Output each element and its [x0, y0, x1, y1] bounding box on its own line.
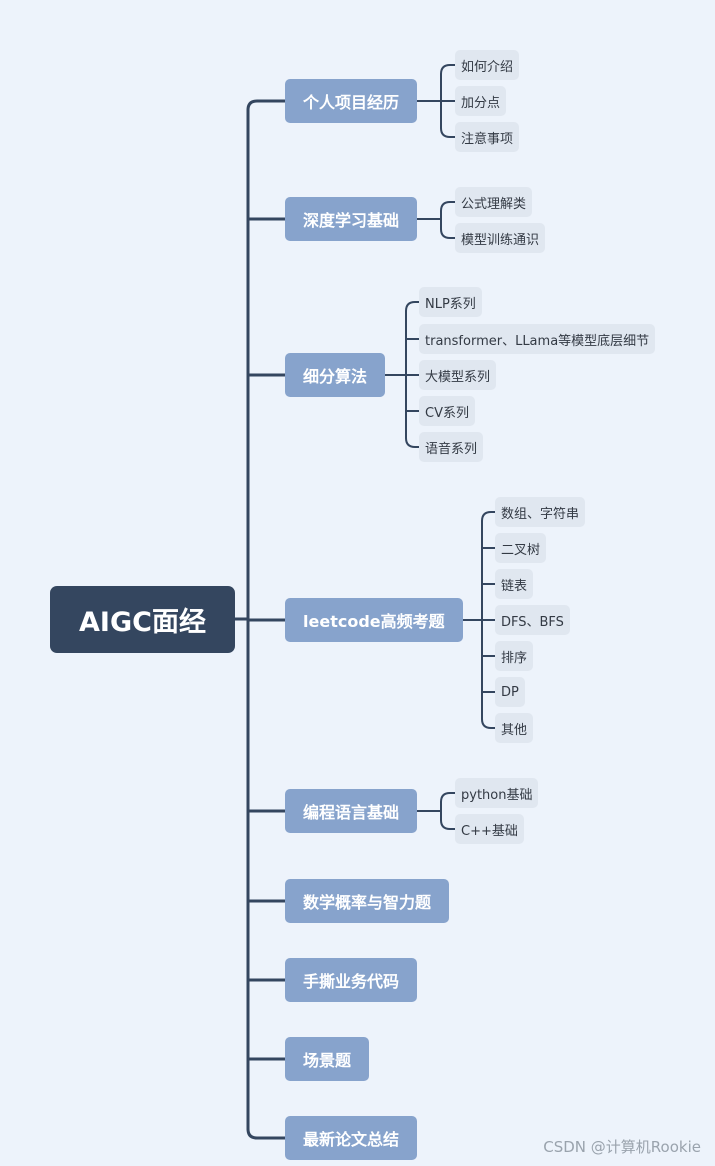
leaf-node-label: 排序	[501, 650, 528, 666]
leaf-node-label: 语音系列	[425, 441, 478, 457]
leaf-node-label: 加分点	[461, 95, 501, 111]
leaf-node[interactable]: 如何介绍	[455, 50, 520, 80]
branch-connector	[246, 1127, 287, 1140]
branch-node-label: 编程语言基础	[303, 803, 400, 822]
leaf-node-label: NLP系列	[425, 296, 476, 312]
leaf-node[interactable]: 排序	[495, 641, 534, 671]
leaf-node-label: 大模型系列	[425, 369, 491, 385]
leaf-node-label: DFS、BFS	[501, 614, 564, 630]
leaf-node[interactable]: DFS、BFS	[495, 605, 570, 635]
leaf-node-label: 注意事项	[461, 131, 514, 147]
leaf-connector	[440, 64, 456, 75]
branch-node[interactable]: 编程语言基础	[285, 789, 418, 833]
branch-node[interactable]: 深度学习基础	[285, 197, 418, 241]
leaf-node-label: 公式理解类	[461, 196, 527, 212]
leaf-node[interactable]: 注意事项	[455, 122, 520, 152]
leaf-node-label: CV系列	[425, 405, 469, 421]
leaf-node[interactable]: 大模型系列	[419, 360, 497, 390]
branch-node[interactable]: 数学概率与智力题	[285, 879, 450, 923]
branch-connector	[246, 99, 287, 112]
leaf-node[interactable]: 公式理解类	[455, 187, 533, 217]
leaf-connector	[481, 511, 496, 522]
leaf-node[interactable]: C++基础	[455, 814, 524, 844]
leaf-node-label: 二叉树	[501, 542, 541, 558]
branch-node[interactable]: leetcode高频考题	[285, 598, 463, 642]
leaf-node[interactable]: 其他	[495, 713, 534, 743]
leaf-node-label: 如何介绍	[461, 59, 514, 75]
leaf-node[interactable]: DP	[495, 677, 525, 707]
leaf-node[interactable]: NLP系列	[419, 287, 482, 317]
branch-node[interactable]: 细分算法	[285, 353, 386, 397]
branch-node-label: 手撕业务代码	[303, 972, 400, 991]
branch-node[interactable]: 最新论文总结	[285, 1116, 418, 1160]
leaf-connector	[405, 301, 420, 312]
leaf-node-label: 模型训练通识	[461, 232, 540, 248]
branch-node-label: leetcode高频考题	[303, 612, 445, 631]
branch-node-label: 细分算法	[303, 367, 368, 386]
leaf-node[interactable]: 语音系列	[419, 432, 484, 462]
leaf-node[interactable]: 数组、字符串	[495, 497, 586, 527]
root-node[interactable]: AIGC面经	[50, 586, 235, 653]
leaf-node[interactable]: 模型训练通识	[455, 223, 546, 253]
leaf-connector	[440, 127, 456, 138]
leaf-node-label: 其他	[501, 722, 528, 738]
leaf-node-label: transformer、LLama等模型底层细节	[425, 333, 650, 349]
leaf-node[interactable]: 二叉树	[495, 533, 547, 563]
branch-node-label: 个人项目经历	[303, 93, 400, 112]
leaf-connector	[440, 228, 456, 239]
leaf-node[interactable]: 加分点	[455, 86, 507, 116]
branch-node-label: 深度学习基础	[303, 211, 400, 230]
leaf-node-label: C++基础	[461, 823, 518, 839]
leaf-node[interactable]: CV系列	[419, 396, 475, 426]
leaf-node-label: python基础	[461, 787, 533, 803]
branch-node-label: 场景题	[303, 1051, 352, 1070]
branch-node[interactable]: 场景题	[285, 1037, 370, 1081]
root-node-label: AIGC面经	[79, 607, 206, 638]
branch-node-label: 数学概率与智力题	[303, 893, 432, 912]
watermark: CSDN @计算机Rookie	[543, 1138, 701, 1156]
leaf-node[interactable]: transformer、LLama等模型底层细节	[419, 324, 656, 354]
leaf-node[interactable]: 链表	[495, 569, 534, 599]
leaf-node-label: 数组、字符串	[501, 506, 580, 522]
leaf-connector	[481, 718, 496, 729]
leaf-connector	[440, 819, 456, 830]
branch-node[interactable]: 手撕业务代码	[285, 958, 418, 1002]
leaf-connector	[405, 437, 420, 448]
leaf-connector	[440, 792, 456, 803]
branch-node[interactable]: 个人项目经历	[285, 79, 418, 123]
leaf-node[interactable]: python基础	[455, 778, 539, 808]
leaf-connector	[440, 201, 456, 212]
leaf-node-label: DP	[501, 684, 519, 700]
branch-node-label: 最新论文总结	[303, 1130, 400, 1149]
leaf-node-label: 链表	[501, 578, 528, 594]
